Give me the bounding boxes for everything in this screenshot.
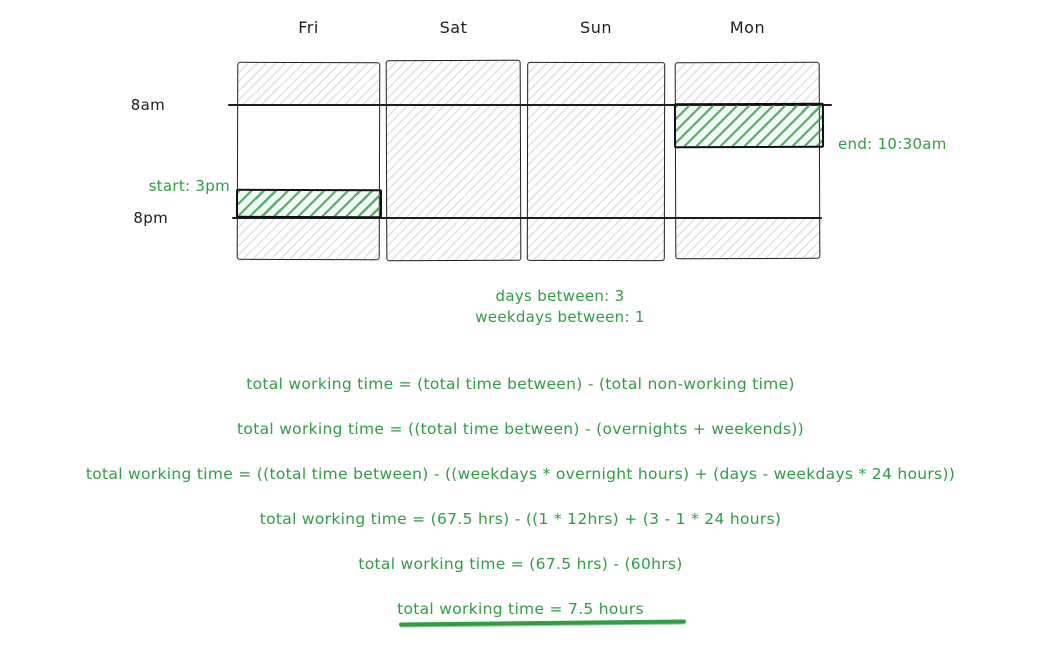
mon-overnight-band: [675, 62, 819, 107]
formula-line-2: total working time = ((total time betwee…: [237, 420, 804, 438]
eight-pm-line: [232, 217, 822, 219]
monday-working-segment: [673, 102, 825, 149]
friday-working-segment: [235, 188, 383, 219]
day-label-sat: Sat: [439, 18, 468, 37]
formula-line-1: total working time = (total time between…: [246, 375, 795, 393]
formula-line-4: total working time = (67.5 hrs) - ((1 * …: [259, 510, 782, 528]
end-annotation: end: 10:30am: [838, 135, 947, 153]
fri-overnight-band: [238, 62, 380, 107]
day-label-fri: Fri: [298, 18, 319, 37]
time-label-8pm: 8pm: [133, 209, 168, 227]
eight-am-line: [228, 104, 832, 106]
fri-evening-band: [237, 217, 379, 262]
formula-line-5: total working time = (67.5 hrs) - (60hrs…: [358, 555, 683, 573]
day-column-sat: [385, 59, 522, 262]
result-underline: [398, 619, 687, 627]
time-label-8am: 8am: [130, 96, 165, 114]
day-column-fri: [236, 61, 381, 262]
day-column-mon: [674, 61, 821, 261]
day-label-sun: Sun: [580, 18, 612, 37]
formula-result: total working time = 7.5 hours: [397, 600, 644, 618]
weekdays-between-text: weekdays between: 1: [475, 308, 645, 326]
formula-line-3: total working time = ((total time betwee…: [85, 465, 956, 483]
start-annotation: start: 3pm: [148, 177, 230, 195]
mon-evening-band: [676, 217, 820, 261]
day-column-sun: [526, 61, 666, 262]
days-between-text: days between: 3: [495, 287, 625, 305]
day-label-mon: Mon: [729, 18, 766, 37]
